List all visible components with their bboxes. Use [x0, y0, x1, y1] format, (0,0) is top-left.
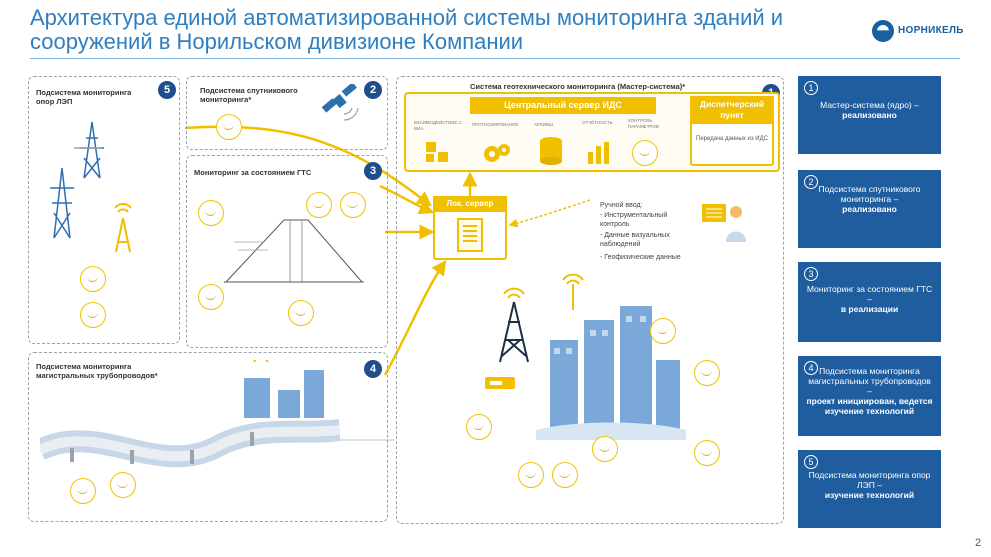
module-2-label: ПРОГНОЗИРОВАНИЕ [472, 122, 519, 127]
power-pylon-icon [50, 121, 104, 239]
subsystem-4-number: 4 [364, 360, 382, 378]
report-chart-icon [588, 142, 609, 164]
integration-puzzle-icon [426, 142, 448, 162]
manual-input-item-3: - Геофизические данные [600, 254, 681, 261]
legend-card-5: 5 Подсистема мониторинга опор ЛЭП – изуч… [798, 450, 941, 528]
dam-icon [224, 219, 364, 283]
forecast-gears-icon [484, 144, 510, 162]
legend-text-5: Подсистема мониторинга опор ЛЭП – [808, 470, 931, 490]
parameter-control-icon [632, 140, 658, 166]
skyscrapers-icon [536, 306, 686, 440]
legend-status-4: проект инициирован, ведется изучение тех… [806, 396, 933, 416]
gateway-device-icon [485, 377, 515, 389]
city-sensor-icon-5 [552, 462, 578, 488]
dispatcher-title: Диспетчерский пункт [690, 96, 774, 124]
central-server-title: Центральный сервер ИДС [470, 97, 656, 114]
subsystem-5-box [28, 76, 180, 344]
local-server-title: Лок. сервер [433, 196, 507, 212]
satellite-icon [321, 84, 359, 121]
subsystem-4-title: Подсистема мониторинга магистральных тру… [36, 362, 158, 380]
city-sensor-icon-2 [694, 360, 720, 386]
module-5-label: КОНТРОЛЬ ПАРАМЕТРОВ [628, 118, 659, 129]
satellite-sensor-icon [216, 114, 242, 140]
header-divider [30, 58, 960, 59]
subsystem-2-number: 2 [364, 81, 382, 99]
signal-antenna-icon [114, 203, 132, 253]
radio-tower-icon [499, 287, 529, 363]
tilt-sensor-icon [80, 266, 106, 292]
subsystem-4-box [28, 352, 388, 522]
manual-input-heading: Ручной ввод: [600, 202, 643, 209]
legend-number-5: 5 [804, 455, 818, 469]
subsystem-3-number: 3 [364, 162, 382, 180]
operator-workstation-icon [702, 204, 746, 242]
module-4-label: ОТЧЁТНОСТЬ [582, 120, 613, 125]
local-server-document-icon [457, 218, 483, 252]
building-antenna-icon [562, 273, 584, 310]
legend-text-2: Подсистема спутникового мониторинга – [818, 184, 921, 204]
water-level-sensor-icon [198, 200, 224, 226]
legend-status-5: изучение технологий [824, 490, 915, 500]
legend-status-3: в реализации [840, 304, 899, 314]
city-sensor-icon-4 [518, 462, 544, 488]
page-number: 2 [975, 537, 982, 549]
subsystem-5-number: 5 [158, 81, 176, 99]
legend-text-3: Мониторинг за состоянием ГТС – [806, 284, 933, 304]
legend-text-1: Мастер-система (ядро) – [820, 100, 919, 110]
subsystem-1-box [396, 76, 784, 524]
legend-card-3: 3 Мониторинг за состоянием ГТС – в реали… [798, 262, 941, 342]
city-sensor-icon-6 [592, 436, 618, 462]
logo-mark-icon [872, 20, 894, 42]
module-3-label: АРХИВЫ [534, 122, 554, 127]
pipe-sensor-icon-1 [70, 478, 96, 504]
legend-card-4: 4 Подсистема мониторинга магистральных т… [798, 356, 941, 436]
manual-input-item-2: - Данные визуальных наблюдений [600, 232, 670, 248]
dispatcher-text: Передача данных из ИДС [696, 136, 768, 142]
pore-pressure-sensor-icon [340, 192, 366, 218]
subsystem-1-title: Система геотехнического мониторинга (Мас… [470, 82, 686, 91]
module-1-label: ВЗАИМОДЕЙСТВИЕ С ВИА [414, 120, 462, 131]
legend-number-4: 4 [804, 361, 818, 375]
legend-status-2: реализовано [842, 204, 897, 214]
company-logo: НОРНИКЕЛЬ [872, 20, 972, 42]
subsystem-3-title: Мониторинг за состоянием ГТС [194, 168, 312, 177]
city-sensor-icon-1 [650, 318, 676, 344]
vibration-sensor-icon [288, 300, 314, 326]
logo-name: НОРНИКЕЛЬ [898, 25, 964, 36]
subsystem-3-box [186, 155, 388, 348]
manual-input-item-1: - Инструментальный контроль [600, 212, 668, 228]
city-sensor-icon-3 [466, 414, 492, 440]
subsystem-2-box [186, 76, 388, 150]
legend-status-1: реализовано [842, 110, 897, 120]
page-title: Архитектура единой автоматизированной си… [30, 5, 784, 54]
legend-number-2: 2 [804, 175, 818, 189]
piezometer-sensor-icon [306, 192, 332, 218]
archive-database-icon [540, 137, 562, 165]
legend-number-3: 3 [804, 267, 818, 281]
subsystem-2-title: Подсистема спутникового мониторинга* [200, 86, 298, 104]
city-buildings-icon [244, 360, 324, 418]
wire-sensor-icon [80, 302, 106, 328]
deformation-sensor-icon [198, 284, 224, 310]
pipe-sensor-icon-2 [110, 472, 136, 498]
pipeline-icon [40, 419, 340, 468]
legend-text-4: Подсистема мониторинга магистральных тру… [808, 366, 931, 396]
legend-card-2: 2 Подсистема спутникового мониторинга – … [798, 170, 941, 248]
subsystem-5-title: Подсистема мониторинга опор ЛЭП [36, 88, 132, 106]
legend-number-1: 1 [804, 81, 818, 95]
legend-card-1: 1 Мастер-система (ядро) – реализовано [798, 76, 941, 154]
city-sensor-icon-7 [694, 440, 720, 466]
